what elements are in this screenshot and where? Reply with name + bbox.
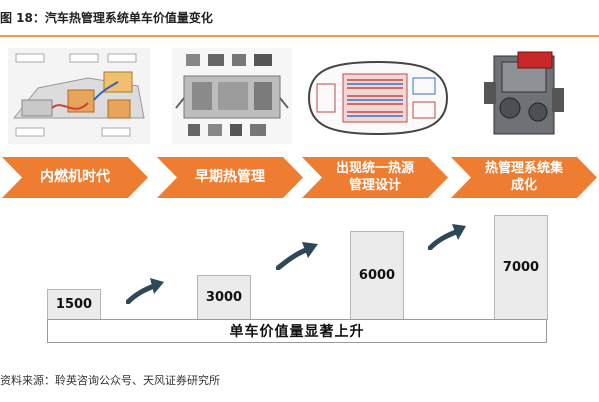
stage-3-image: [301, 48, 454, 144]
source-note: 资料来源：聆英咨询公众号、天风证券研究所: [0, 374, 220, 387]
stage-3-value: 6000: [350, 231, 404, 320]
baseline-label: 单车价值量显著上升: [47, 319, 547, 343]
stage-2-image: [172, 48, 292, 144]
stage-2-label: 早期热管理: [157, 157, 303, 198]
stage-4-label: 热管理系统集成化: [451, 157, 597, 198]
stage-1-value: 1500: [47, 289, 101, 320]
rise-arrow-icon: [126, 278, 164, 304]
stage-3-label: 出现统一热源管理设计: [302, 157, 448, 198]
rise-arrow-icon: [428, 224, 466, 250]
stage-2-value: 3000: [197, 275, 251, 320]
figure-title: 图 18：汽车热管理系统单车价值量变化: [0, 11, 213, 25]
rise-arrow-icon: [276, 242, 318, 270]
stage-1-label: 内燃机时代: [2, 157, 148, 198]
stage-4-image: [480, 48, 570, 144]
title-divider: [0, 35, 599, 37]
stage-1-image: [8, 48, 150, 144]
stage-4-value: 7000: [494, 215, 548, 320]
